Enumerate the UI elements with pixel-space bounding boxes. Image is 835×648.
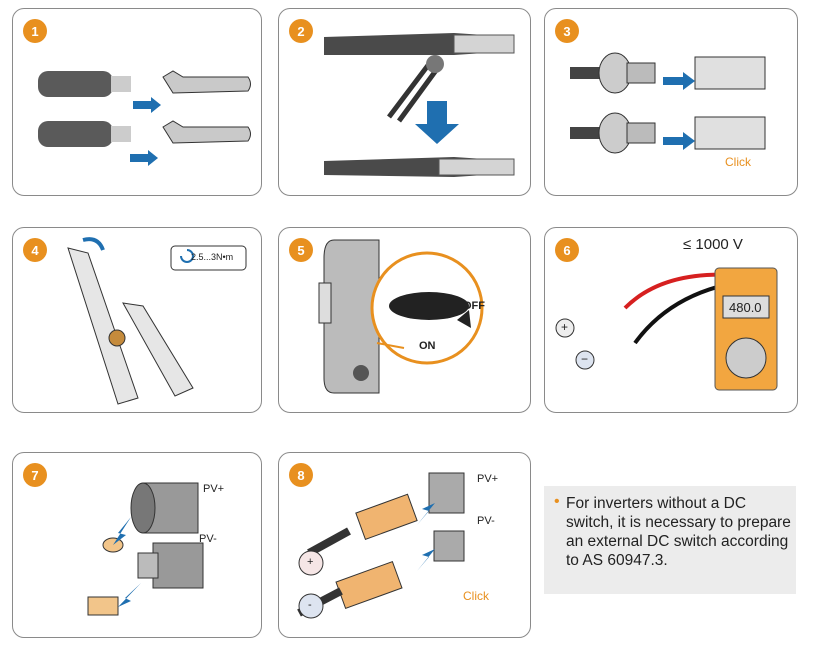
meter-reading: 480.0: [729, 300, 762, 315]
step-8-panel: 8 PV+ PV- + - Click: [278, 452, 531, 638]
arrow-icon: [417, 503, 435, 525]
multimeter-measurement-illustration: [555, 267, 778, 391]
voltage-label: ≤ 1000 V: [683, 236, 743, 253]
step-number-badge: 7: [23, 463, 47, 487]
step-1-panel: 1: [12, 8, 262, 196]
step-3-panel: 3 Click: [544, 8, 798, 196]
note-text: For inverters without a DC switch, it is…: [566, 495, 791, 569]
minus-label: -: [308, 599, 312, 611]
dc-switch-illustration: [318, 239, 484, 394]
step-number-badge: 2: [289, 19, 313, 43]
spanner-tightening-illustration: [67, 237, 247, 405]
switch-on-label: ON: [419, 340, 436, 352]
rotate-icon: [180, 249, 194, 263]
click-label: Click: [463, 589, 489, 603]
arrow-icon: [133, 97, 161, 113]
step-number-badge: 4: [23, 238, 47, 262]
step-4-panel: 4 2.5...3N•m: [12, 227, 262, 413]
click-label: Click: [725, 155, 751, 169]
pv-plus-label: PV+: [203, 483, 225, 495]
arrow-icon: [118, 583, 141, 607]
arrow-icon: [663, 132, 695, 150]
step-number-badge: 1: [23, 19, 47, 43]
step-number-badge: 8: [289, 463, 313, 487]
step-5-panel: 5 OFF ON: [278, 227, 531, 413]
arrow-icon: [663, 72, 695, 90]
step-number-badge: 5: [289, 238, 313, 262]
step-2-panel: 2: [278, 8, 531, 196]
note-box: • For inverters without a DC switch, it …: [544, 486, 796, 594]
arrow-icon: [130, 150, 158, 166]
step-number-badge: 6: [555, 238, 579, 262]
rotate-arrow-icon: [457, 310, 471, 328]
connector-assembly-illustration: [570, 52, 766, 154]
plus-label: +: [561, 320, 569, 334]
step-number-badge: 3: [555, 19, 579, 43]
minus-label: −: [581, 352, 589, 366]
step-7-panel: 7 PV+ PV-: [12, 452, 262, 638]
pv-cap-removal-illustration: [87, 482, 204, 616]
arrow-icon: [417, 549, 435, 571]
step-6-panel: 6 ≤ 1000 V 480.0 + −: [544, 227, 798, 413]
pv-minus-label: PV-: [199, 533, 217, 545]
crimping-illustration: [324, 33, 515, 177]
arrow-icon: [113, 517, 131, 545]
plus-label: +: [307, 556, 314, 568]
switch-off-label: OFF: [463, 300, 485, 312]
pv-plus-label: PV+: [477, 473, 499, 485]
pv-connector-insertion-illustration: [297, 472, 465, 619]
down-arrow-icon: [415, 101, 459, 144]
torque-label: 2.5...3N•m: [191, 252, 234, 262]
pv-minus-label: PV-: [477, 515, 495, 527]
wire-strip-illustration: [38, 70, 251, 166]
bullet-icon: •: [554, 493, 560, 510]
